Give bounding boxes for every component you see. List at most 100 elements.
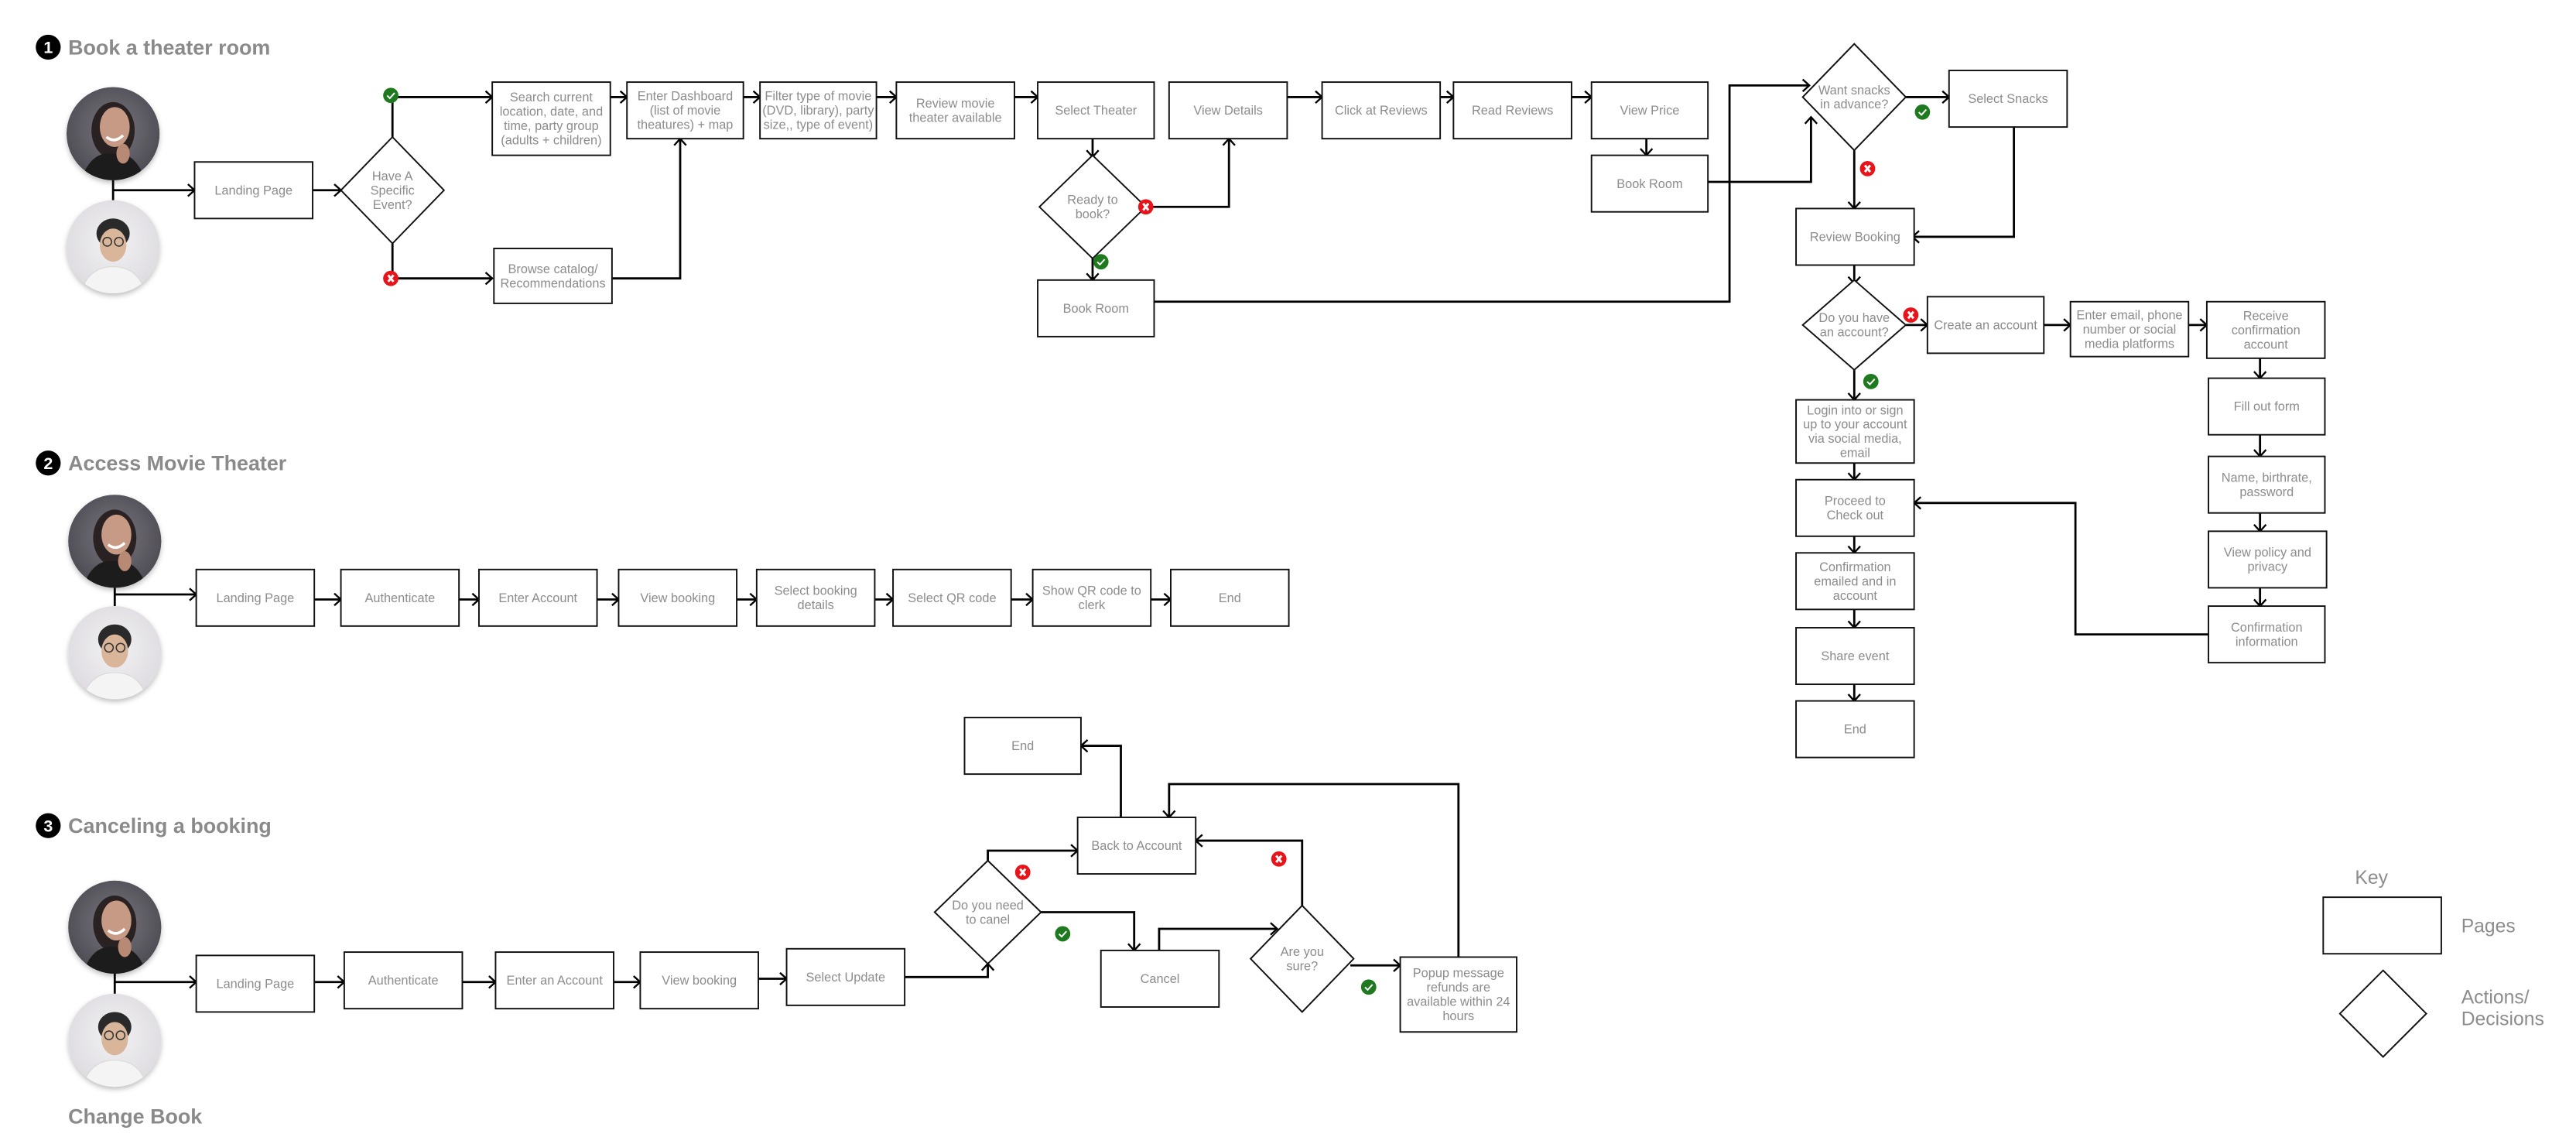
connector-arrow (1911, 127, 2015, 244)
decision-badges (383, 87, 1931, 995)
connector-arrow (313, 183, 343, 197)
connector-arrow (2188, 318, 2208, 332)
node-label: Create an account (1934, 318, 2037, 332)
persona-man-avatar (68, 606, 162, 700)
page-box (1076, 817, 1197, 875)
page-node-landing-2[interactable]: Landing Page (195, 568, 316, 627)
page-box (195, 568, 316, 627)
page-box (494, 951, 614, 1010)
section-number: 1 (43, 39, 53, 57)
connector-arrow (459, 592, 481, 607)
check-circle-icon (1360, 979, 1377, 995)
check-circle-icon (1914, 104, 1931, 120)
connector-arrow (1847, 369, 1861, 402)
node-label: View booking (640, 591, 715, 605)
page-node-create-account[interactable]: Create an account (1926, 296, 2045, 355)
page-box (340, 568, 460, 627)
node-label: Select Update (806, 971, 886, 985)
page-node-book-room-a[interactable]: Book Room (1037, 279, 1155, 337)
page-node-fill-form[interactable]: Fill out form (2208, 377, 2326, 436)
node-label: End (1219, 591, 1241, 605)
page-node-end-1[interactable]: End (1795, 700, 1915, 759)
page-node-landing-1[interactable]: Landing Page (193, 161, 314, 220)
arrowhead-icon (1801, 78, 1811, 92)
page-node-view-details[interactable]: View Details (1168, 81, 1288, 140)
connector-arrow (611, 137, 687, 280)
page-box (1399, 956, 1517, 1033)
page-box (1590, 154, 1709, 213)
page-node-share[interactable]: Share event (1795, 627, 1915, 686)
page-node-select-snacks[interactable]: Select Snacks (1948, 70, 2068, 128)
node-label: Authenticate (368, 974, 439, 988)
page-box (2208, 455, 2326, 514)
page-node-enter-account-3[interactable]: Enter an Account (494, 951, 614, 1010)
page-node-view-booking-3[interactable]: View booking (639, 951, 759, 1010)
persona-woman-avatar (68, 880, 162, 974)
persona-man-avatar (68, 993, 162, 1087)
page-node-view-price[interactable]: View Price (1590, 81, 1709, 140)
page-node-enter-account-2[interactable]: Enter Account (477, 568, 598, 627)
page-node-cancel[interactable]: Cancel (1100, 949, 1220, 1008)
page-node-browse[interactable]: Browse catalog/Recommendations (493, 248, 613, 304)
page-box (1031, 568, 1152, 627)
page-node-view-booking-2[interactable]: View booking (617, 568, 738, 627)
page-node-read-reviews[interactable]: Read Reviews (1452, 81, 1572, 140)
page-node-review-booking[interactable]: Review Booking (1795, 207, 1915, 266)
connector-arrow (1847, 150, 1861, 211)
page-node-select-qr[interactable]: Select QR code (892, 568, 1012, 627)
page-node-name-bd[interactable]: Name, birthrate,password (2208, 455, 2326, 514)
page-node-click-reviews[interactable]: Click at Reviews (1321, 81, 1442, 140)
x-circle-icon (1903, 307, 1919, 323)
arrowhead-icon (484, 272, 494, 286)
node-label: View Price (1620, 104, 1680, 118)
page-node-filter[interactable]: Filter type of movie(DVD, library), part… (759, 81, 877, 140)
node-label: Review Booking (1810, 231, 1900, 245)
page-node-back-account[interactable]: Back to Account (1076, 817, 1197, 875)
page-box (1795, 207, 1915, 266)
page-node-end-3[interactable]: End (963, 717, 1082, 776)
page-box (1037, 279, 1155, 337)
node-label: Filter type of movie(DVD, library), part… (762, 90, 874, 132)
connector-arrow (1912, 496, 2209, 635)
connector-arrow (874, 592, 895, 607)
check-circle-icon (1055, 926, 1071, 942)
page-node-select-update[interactable]: Select Update (785, 947, 906, 1006)
page-node-landing-3[interactable]: Landing Page (195, 954, 316, 1013)
node-label: Select QR code (908, 591, 996, 605)
node-label: Cancel (1141, 972, 1180, 986)
section-number-badge (36, 813, 61, 838)
page-node-end-2[interactable]: End (1170, 568, 1290, 627)
connector-arrow (597, 592, 621, 607)
section-number-badge (36, 34, 61, 60)
connector-arrow (462, 975, 498, 989)
arrowhead-icon (1804, 115, 1818, 125)
page-node-book-room-b[interactable]: Book Room (1590, 154, 1709, 213)
page-node-select-theater[interactable]: Select Theater (1037, 81, 1155, 140)
page-node-authenticate-2[interactable]: Authenticate (340, 568, 460, 627)
page-node-authenticate-3[interactable]: Authenticate (343, 951, 464, 1010)
section-number-badge (36, 450, 61, 476)
connector-arrow (1079, 738, 1122, 817)
